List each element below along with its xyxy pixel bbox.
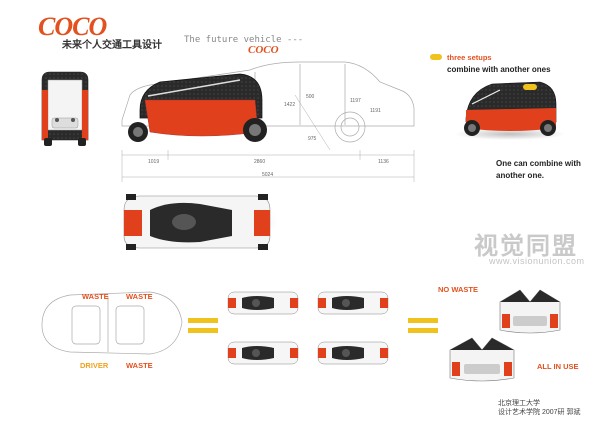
dim-1191: 1191 xyxy=(370,108,381,114)
label-driver: DRIVER xyxy=(80,361,109,370)
combined-vehicle-top xyxy=(499,289,561,334)
tagline-name: COCO xyxy=(248,44,279,56)
dim-1197: 1197 xyxy=(350,98,361,104)
dimension-lines xyxy=(121,94,415,182)
watermark-url: www.visionunion.com xyxy=(489,256,585,266)
dim-1019: 1019 xyxy=(148,159,160,165)
tagline: The future vehicle --- xyxy=(184,35,304,45)
label-waste-tl: WASTE xyxy=(82,292,109,301)
combine-note: combine with another ones xyxy=(447,65,551,74)
footer-credit: 北京理工大学 设计艺术学院 2007研 郭斌 xyxy=(498,399,580,417)
dim-1422: 1422 xyxy=(284,102,296,108)
coco-side-view xyxy=(128,73,267,142)
label-waste-br: WASTE xyxy=(126,361,153,370)
brand-logo: COCO xyxy=(38,12,107,41)
dim-1136: 1136 xyxy=(378,159,389,165)
equals-bar-right-top xyxy=(408,318,438,323)
footer-line2: 设计艺术学院 2007研 郭斌 xyxy=(498,409,581,416)
dim-5024: 5024 xyxy=(262,172,274,178)
label-all-in-use: ALL IN USE xyxy=(537,362,579,371)
perspective-vehicle xyxy=(455,81,565,140)
pod-top-views xyxy=(227,291,389,365)
one-can-line1: One can combine with xyxy=(496,159,581,168)
one-can-line2: another one. xyxy=(496,171,545,180)
dim-975: 975 xyxy=(308,136,317,142)
dim-500: 500 xyxy=(306,94,315,100)
equals-bar-right-bottom xyxy=(408,328,438,333)
combined-vehicle-bottom xyxy=(449,337,515,382)
top-view-vehicle xyxy=(118,194,278,250)
equals-bar-left-bottom xyxy=(188,328,218,333)
label-no-waste: NO WASTE xyxy=(438,285,479,294)
wireframe-car xyxy=(41,291,183,355)
brand-subtitle: 未来个人交通工具设计 xyxy=(62,40,162,51)
footer-line1: 北京理工大学 xyxy=(498,400,540,407)
setups-note: three setups xyxy=(447,53,492,62)
label-waste-tr: WASTE xyxy=(126,292,153,301)
equals-bar-left-top xyxy=(188,318,218,323)
front-view-vehicle xyxy=(41,71,89,146)
dim-2860: 2860 xyxy=(254,159,266,165)
watermark-text: 视觉同盟 xyxy=(474,233,578,260)
setup-pill-icon xyxy=(430,54,442,60)
